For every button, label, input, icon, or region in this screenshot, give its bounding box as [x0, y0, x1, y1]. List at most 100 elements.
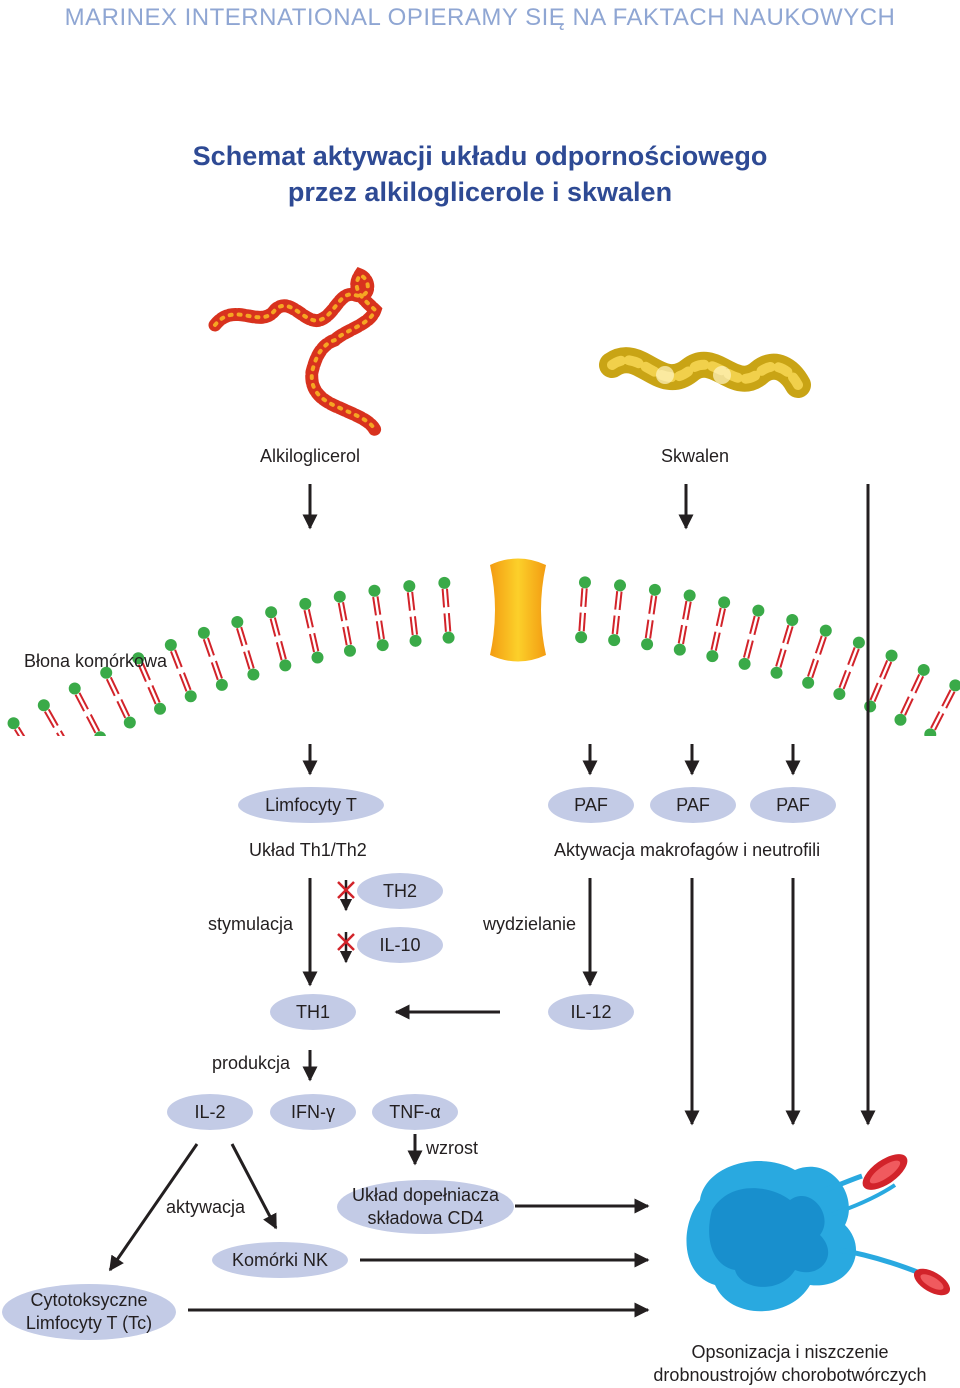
lipid-tail — [380, 620, 385, 640]
lipid-tail — [749, 615, 756, 634]
lipid-tail — [240, 626, 248, 646]
lipid-head — [65, 747, 77, 759]
pill-paf-3: PAF — [750, 787, 836, 823]
lipid-tail — [74, 694, 85, 712]
lipid-tail — [934, 713, 945, 731]
lipid-tail — [904, 698, 914, 716]
lipid-tail — [411, 591, 416, 611]
lipid-tail — [116, 700, 127, 719]
lipid-tail — [900, 696, 910, 714]
lipid-tail — [174, 649, 183, 668]
lipid-head — [9, 782, 21, 794]
pill-uklad-dopelniacza: Układ dopełniacza składowa CD4 — [337, 1180, 514, 1234]
lipid-head — [819, 624, 832, 637]
lipid-tail — [930, 711, 941, 729]
lipid-head — [376, 639, 389, 652]
lipid-tail — [873, 684, 883, 703]
lipid-tail — [89, 714, 101, 732]
page-header: MARINEX INTERNATIONAL OPIERAMY SIĘ NA FA… — [64, 4, 896, 31]
lipid-tail — [280, 640, 287, 660]
lipid-head — [442, 631, 455, 644]
lipid-tail — [308, 633, 315, 653]
lipid-head — [231, 615, 244, 628]
lipid-tail — [715, 607, 722, 627]
lipid-tail — [56, 732, 60, 736]
arrow-to-nk — [230, 1143, 278, 1230]
lipid-tail — [337, 602, 344, 622]
lipid-tail — [3, 766, 13, 781]
lipid-tail — [775, 648, 783, 667]
lipid-tail — [652, 595, 658, 615]
lipid-head — [299, 597, 312, 610]
arrow-to-tc — [108, 1143, 199, 1272]
block-il10-icon — [337, 933, 355, 951]
lipid-head — [132, 652, 145, 665]
lipid-tail — [838, 669, 847, 688]
lipid-tail — [182, 672, 192, 691]
lipid-tail — [28, 750, 38, 766]
lipid-head — [954, 744, 960, 756]
lipid-tail — [0, 769, 9, 784]
tc-line-2: Limfocyty T (Tc) — [25, 1313, 153, 1333]
lipid-tail — [786, 626, 794, 645]
uklad-th-label: Układ Th1/Th2 — [249, 840, 367, 860]
lipid-head — [154, 702, 167, 715]
lipid-head — [894, 713, 907, 726]
lipid-head — [718, 596, 731, 609]
alkiloglicerol-label: Alkiloglicerol — [260, 446, 361, 466]
lipid-tail — [243, 651, 251, 670]
lipid-tail — [747, 640, 754, 659]
result-label: Opsonizacja i niszczenie drobnoustrojów … — [640, 1341, 940, 1387]
lipid-tail — [17, 726, 26, 736]
lipid-head — [184, 690, 197, 703]
lipid-tail — [618, 591, 623, 611]
lipid-tail — [584, 588, 588, 608]
lipid-tail — [842, 671, 852, 690]
lipid-tail — [883, 661, 893, 680]
bacteria-icon — [862, 1154, 951, 1296]
pill-il12: IL-12 — [548, 994, 634, 1030]
lipid-tail — [779, 649, 787, 668]
lipid-tail — [807, 658, 815, 677]
lipid-tail — [170, 650, 179, 669]
lipid-tail — [214, 660, 223, 679]
lipid-tail — [677, 624, 684, 644]
lipid-tail — [847, 647, 856, 666]
lipid-tail — [941, 689, 952, 707]
lipid-tail — [78, 692, 89, 710]
pill-paf-1: PAF — [548, 787, 634, 823]
membrane-label: Błona komórkowa — [24, 651, 168, 671]
lipid-tail — [869, 682, 879, 701]
lipid-head — [738, 657, 751, 670]
cell-membrane-icon — [0, 576, 960, 794]
lipid-tail — [819, 636, 827, 655]
dopelniacz-line-2: składowa CD4 — [367, 1208, 484, 1228]
lipid-tail — [178, 673, 188, 692]
lipid-tail — [342, 601, 348, 621]
lipid-tail — [269, 618, 277, 637]
lipid-head — [438, 576, 451, 589]
ion-channel-icon — [490, 558, 546, 662]
lipid-tail — [582, 612, 587, 632]
lipid-head — [7, 717, 20, 730]
wzrost-label: wzrost — [426, 1138, 479, 1158]
lipid-tail — [945, 691, 956, 709]
lipid-head — [786, 614, 799, 627]
lipid-tail — [614, 591, 619, 610]
lipid-head — [706, 650, 719, 663]
lipid-head — [343, 644, 356, 657]
lipid-head — [673, 643, 686, 656]
lipid-head — [247, 668, 260, 681]
lipid-tail — [376, 596, 382, 615]
lipid-tail — [910, 674, 921, 692]
lipid-tail — [879, 659, 889, 678]
result-line-1: Opsonizacja i niszczenie — [691, 1342, 889, 1362]
lipid-tail — [137, 664, 147, 683]
lipid-tail — [811, 659, 820, 679]
lipid-tail — [202, 638, 211, 658]
lipid-tail — [851, 648, 860, 667]
lipid-head — [37, 699, 50, 712]
lipid-head — [770, 666, 783, 679]
lipid-tail — [236, 628, 244, 647]
macrophage-icon — [686, 1161, 926, 1312]
